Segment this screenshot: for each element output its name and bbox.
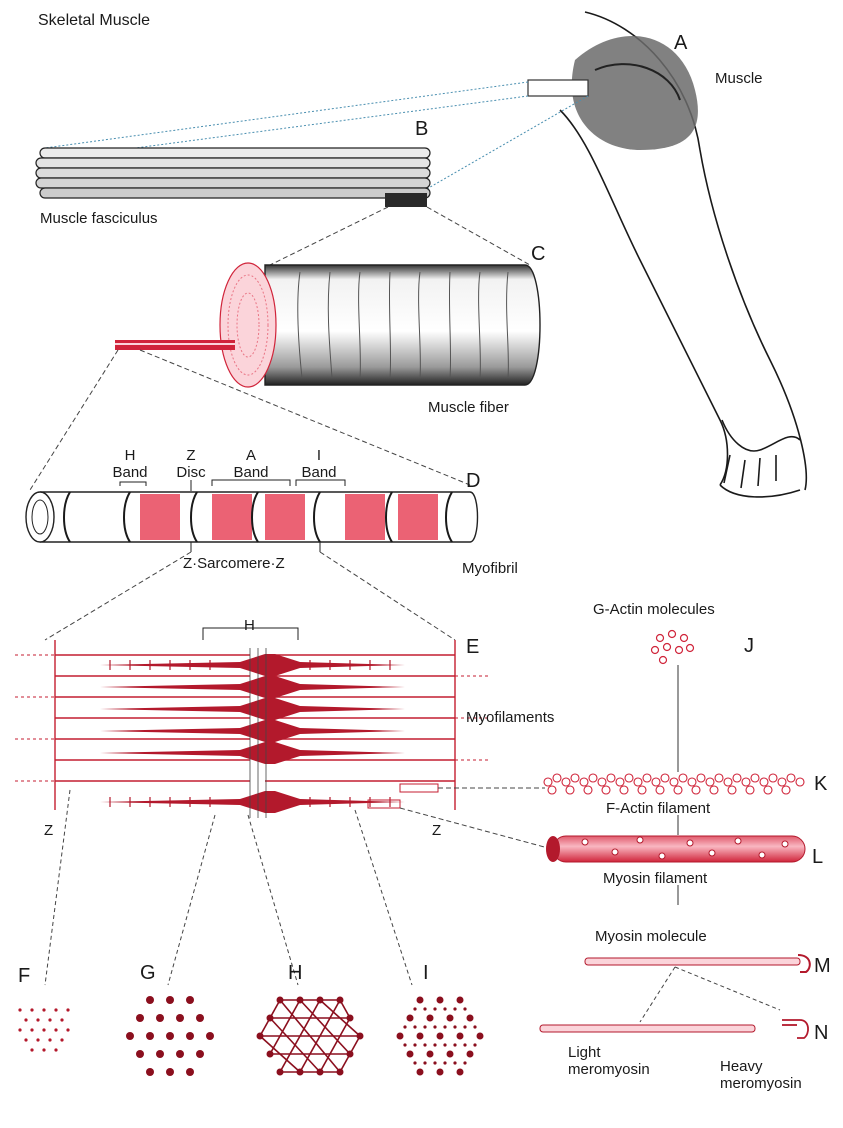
label-i-band-line2: Band [296,464,342,481]
diagram-title: Skeletal Muscle [38,12,150,29]
letter-l: L [812,846,823,868]
label-h-band-line1: H [108,447,152,464]
letter-j: J [744,635,754,657]
letter-h: H [288,962,302,984]
letter-n: N [814,1022,828,1044]
label-i-band-line1: I [296,447,342,464]
label-muscle: Muscle [715,70,763,87]
label-heavy-meromyosin-line1: Heavy [720,1058,802,1075]
muscle-section-box [528,80,588,96]
muscle-fasciculus [36,148,430,207]
label-z-disc: Z Disc [171,447,211,481]
label-i-band: I Band [296,447,342,481]
letter-m: M [814,955,831,977]
label-f-actin-filament: F-Actin filament [606,800,710,817]
muscle-fiber [115,263,540,387]
label-z-right: Z [432,822,441,839]
connector-e-k-l [400,788,548,848]
cross-section-g [126,996,214,1076]
label-light-meromyosin-line2: meromyosin [568,1061,650,1078]
g-actin-molecules [652,631,694,664]
label-a-band: A Band [228,447,274,481]
label-sarcomere: Z·Sarcomere·Z [183,555,285,572]
label-myofibril: Myofibril [462,560,518,577]
letter-a: A [674,32,687,54]
label-myosin-filament: Myosin filament [603,870,707,887]
sarcomere [15,628,490,818]
label-g-actin-molecules: G-Actin molecules [593,601,715,618]
letter-d: D [466,470,480,492]
label-z-left: Z [44,822,53,839]
myosin-filament [546,836,805,862]
letter-g: G [140,962,156,984]
letter-f: F [18,965,30,987]
letter-b: B [415,118,428,140]
label-light-meromyosin: Light meromyosin [568,1044,650,1078]
label-heavy-meromyosin-line2: meromyosin [720,1075,802,1092]
label-a-band-line1: A [228,447,274,464]
label-myosin-molecule: Myosin molecule [595,928,707,945]
letter-k: K [814,773,827,795]
label-a-band-line2: Band [228,464,274,481]
light-meromyosin [540,1025,755,1032]
f-actin-filament [544,774,804,794]
letter-c: C [531,243,545,265]
label-h-zone: H [244,617,255,634]
connector-b-c [270,207,530,265]
cross-section-h [257,997,364,1076]
letter-i: I [423,962,429,984]
label-muscle-fasciculus: Muscle fasciculus [40,210,158,227]
myofibril [26,480,478,552]
label-h-band-line2: Band [108,464,152,481]
heavy-meromyosin [782,1020,808,1038]
label-z-disc-line1: Z [171,447,211,464]
cross-section-i [397,997,484,1076]
connector-e-cross-sections [45,790,412,985]
label-myofilaments: Myofilaments [466,709,554,726]
label-muscle-fiber: Muscle fiber [428,399,509,416]
label-z-disc-line2: Disc [171,464,211,481]
myosin-molecule [585,955,810,972]
label-heavy-meromyosin: Heavy meromyosin [720,1058,802,1092]
cross-section-f [18,1008,69,1051]
label-light-meromyosin-line1: Light [568,1044,650,1061]
letter-e: E [466,636,479,658]
label-h-band: H Band [108,447,152,481]
connector-m-n [640,967,780,1022]
